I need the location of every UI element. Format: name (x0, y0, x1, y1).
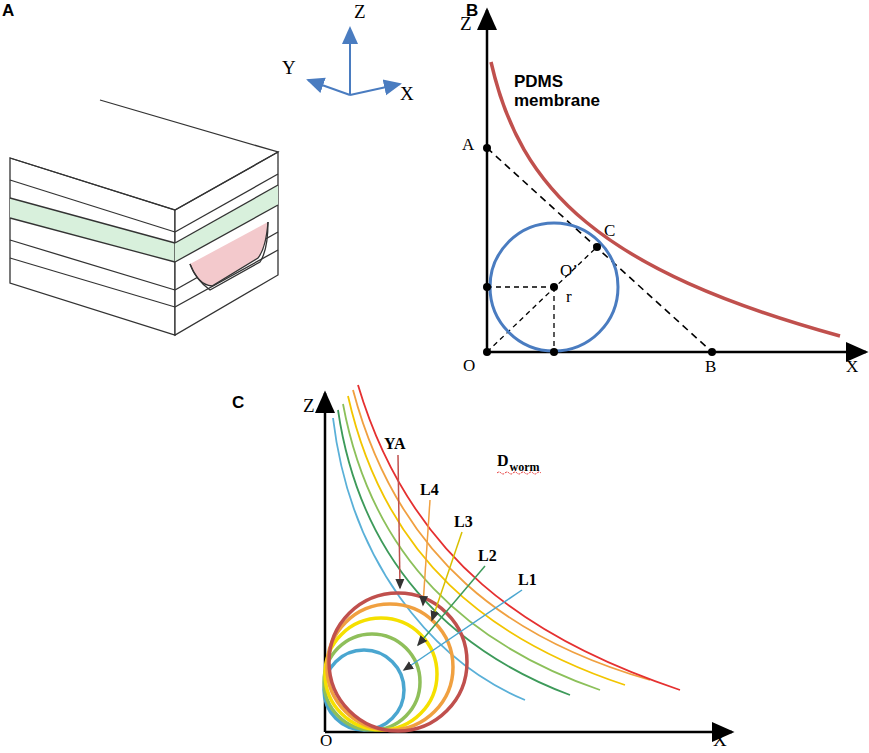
part-name: PDMS membrane (514, 73, 614, 110)
dimension-subscript: worm (510, 461, 540, 474)
point-label: O (320, 732, 332, 751)
axis-label: X (400, 84, 414, 105)
axis-arrow (349, 28, 351, 95)
axis-label: Y (282, 58, 296, 79)
axis-label: Z (303, 396, 315, 417)
callout-label: L1 (518, 571, 537, 589)
callout-label: YA (384, 435, 406, 453)
chip-drawing (10, 100, 278, 335)
callout-label: L2 (478, 547, 497, 565)
axis-label: Z (354, 2, 366, 23)
dimension-label: D (497, 452, 509, 470)
axis-arrow (350, 84, 400, 95)
callout-label: L4 (420, 481, 439, 499)
point-label: A (462, 136, 474, 155)
axis-arrow (308, 80, 350, 95)
axis-label: X (713, 730, 727, 751)
point-label: X (846, 358, 858, 377)
point-label: O (463, 357, 475, 376)
point-label: B (705, 358, 716, 377)
panel-letter: C (232, 394, 244, 413)
point-label: C (604, 222, 615, 241)
point-label: O’ (560, 262, 578, 281)
callout-label: L3 (454, 513, 473, 531)
point-label: r (566, 288, 572, 307)
geometry-b (483, 10, 866, 356)
axis-label: Z (460, 14, 472, 35)
panel-letter: A (2, 2, 14, 21)
geometry-c (324, 385, 732, 732)
